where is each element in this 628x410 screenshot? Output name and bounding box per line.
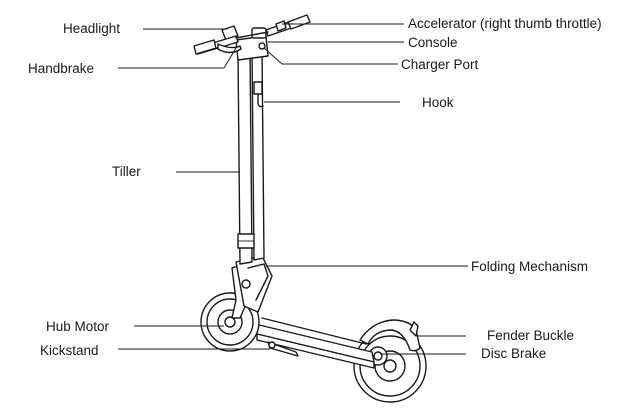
scooter-drawing [193, 14, 427, 403]
label-charger-port: Charger Port [401, 57, 479, 72]
tiller [237, 49, 265, 265]
handlebar [193, 14, 311, 55]
label-accelerator: Accelerator (right thumb throttle) [408, 16, 602, 31]
handbrake [217, 43, 242, 54]
steering-head [235, 27, 269, 61]
rear-wheel [353, 329, 427, 403]
label-fender-buckle: Fender Buckle [487, 328, 574, 343]
leader-handbrake-2 [223, 47, 237, 69]
label-hook: Hook [422, 95, 454, 110]
leader-lines [118, 23, 468, 355]
label-tiller: Tiller [112, 164, 141, 179]
label-console: Console [408, 35, 458, 50]
label-folding-mechanism: Folding Mechanism [471, 259, 588, 274]
label-hub-motor: Hub Motor [46, 319, 110, 334]
label-kickstand: Kickstand [40, 343, 99, 358]
label-disc-brake: Disc Brake [481, 346, 546, 361]
deck [254, 317, 375, 369]
hook [253, 81, 264, 108]
label-headlight: Headlight [63, 21, 120, 36]
labels: Headlight Handbrake Tiller Hub Motor Kic… [28, 16, 602, 361]
leader-charger-port-1 [263, 47, 283, 65]
label-handbrake: Handbrake [28, 61, 94, 76]
rear-fender [359, 319, 421, 352]
fender-buckle [409, 321, 419, 337]
